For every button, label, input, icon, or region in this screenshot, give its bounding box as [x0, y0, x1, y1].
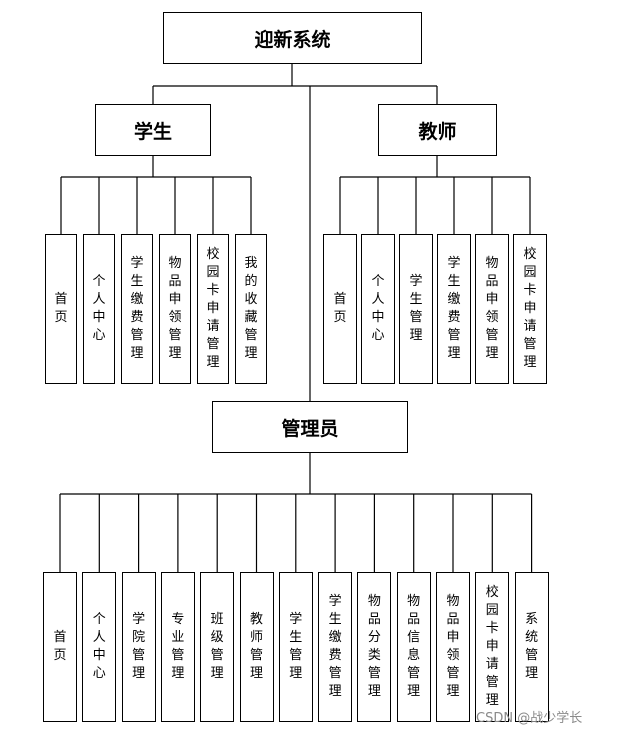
admin-leaf: 首页 — [43, 572, 77, 722]
admin-leaf: 物品信息管理 — [396, 572, 431, 722]
student-leaf: 首页 — [45, 234, 77, 384]
root-node: 迎新系统 — [163, 12, 422, 64]
teacher-label: 教师 — [418, 120, 457, 143]
teacher-leaf-label: 学生缴费管理 — [447, 256, 461, 361]
admin-leaf-label: 首页 — [53, 630, 67, 663]
admin-leaf-label: 专业管理 — [171, 612, 185, 681]
admin-leaf: 专业管理 — [160, 572, 195, 722]
admin-leaf: 学院管理 — [121, 572, 156, 722]
admin-leaf-label: 教师管理 — [249, 612, 263, 681]
student-leaf: 学生缴费管理 — [121, 234, 153, 384]
student-leaf-label: 个人中心 — [92, 274, 106, 343]
admin-label: 管理员 — [281, 417, 339, 440]
root-label: 迎新系统 — [254, 28, 331, 51]
student-leaf-label: 学生缴费管理 — [130, 256, 144, 361]
teacher-leaf-label: 校园卡申请管理 — [523, 247, 537, 370]
admin-leaf: 个人中心 — [82, 572, 117, 722]
student-leaf: 我的收藏管理 — [235, 234, 267, 384]
admin-leaf-label: 个人中心 — [92, 612, 106, 681]
admin-leaf-label: 学生管理 — [289, 612, 303, 681]
watermark: CSDN @战少学长 — [476, 711, 583, 726]
admin-leaf: 教师管理 — [239, 572, 274, 722]
teacher-leaf-label: 个人中心 — [371, 274, 385, 343]
admin-node: 管理员 — [212, 401, 408, 453]
student-leaf-label: 首页 — [54, 292, 68, 325]
teacher-leaf-label: 物品申领管理 — [485, 256, 499, 361]
student-leaf-label: 我的收藏管理 — [244, 256, 258, 361]
student-leaf: 个人中心 — [83, 234, 115, 384]
admin-leaf: 校园卡申请管理 — [475, 572, 510, 722]
admin-leaf-label: 学生缴费管理 — [328, 594, 342, 699]
admin-leaf-label: 物品申领管理 — [446, 594, 460, 699]
admin-leaf-label: 校园卡申请管理 — [485, 585, 499, 708]
teacher-leaf: 学生缴费管理 — [437, 234, 471, 384]
admin-leaf: 学生管理 — [278, 572, 313, 722]
admin-leaf-label: 物品信息管理 — [407, 594, 421, 699]
teacher-leaf: 学生管理 — [399, 234, 433, 384]
student-label: 学生 — [133, 120, 172, 143]
admin-leaf: 班级管理 — [200, 572, 235, 722]
teacher-leaf: 首页 — [323, 234, 357, 384]
admin-leaf: 物品分类管理 — [357, 572, 392, 722]
teacher-leaf-label: 首页 — [333, 292, 347, 325]
admin-leaf: 物品申领管理 — [436, 572, 470, 722]
student-leaf: 校园卡申请管理 — [197, 234, 229, 384]
student-leaf-label: 物品申领管理 — [168, 256, 182, 361]
student-leaf: 物品申领管理 — [159, 234, 191, 384]
admin-leaf-label: 系统管理 — [525, 612, 539, 681]
teacher-leaf-label: 学生管理 — [409, 274, 423, 343]
admin-leaf: 学生缴费管理 — [318, 572, 353, 722]
teacher-node: 教师 — [378, 104, 497, 156]
teacher-leaf: 校园卡申请管理 — [513, 234, 547, 384]
admin-leaf-label: 学院管理 — [132, 612, 146, 681]
student-node: 学生 — [95, 104, 211, 156]
admin-leaf: 系统管理 — [514, 572, 549, 722]
admin-leaf-label: 物品分类管理 — [367, 594, 381, 699]
student-leaf-label: 校园卡申请管理 — [206, 247, 220, 370]
admin-leaf-label: 班级管理 — [210, 612, 224, 681]
teacher-leaf: 物品申领管理 — [475, 234, 509, 384]
teacher-leaf: 个人中心 — [361, 234, 395, 384]
